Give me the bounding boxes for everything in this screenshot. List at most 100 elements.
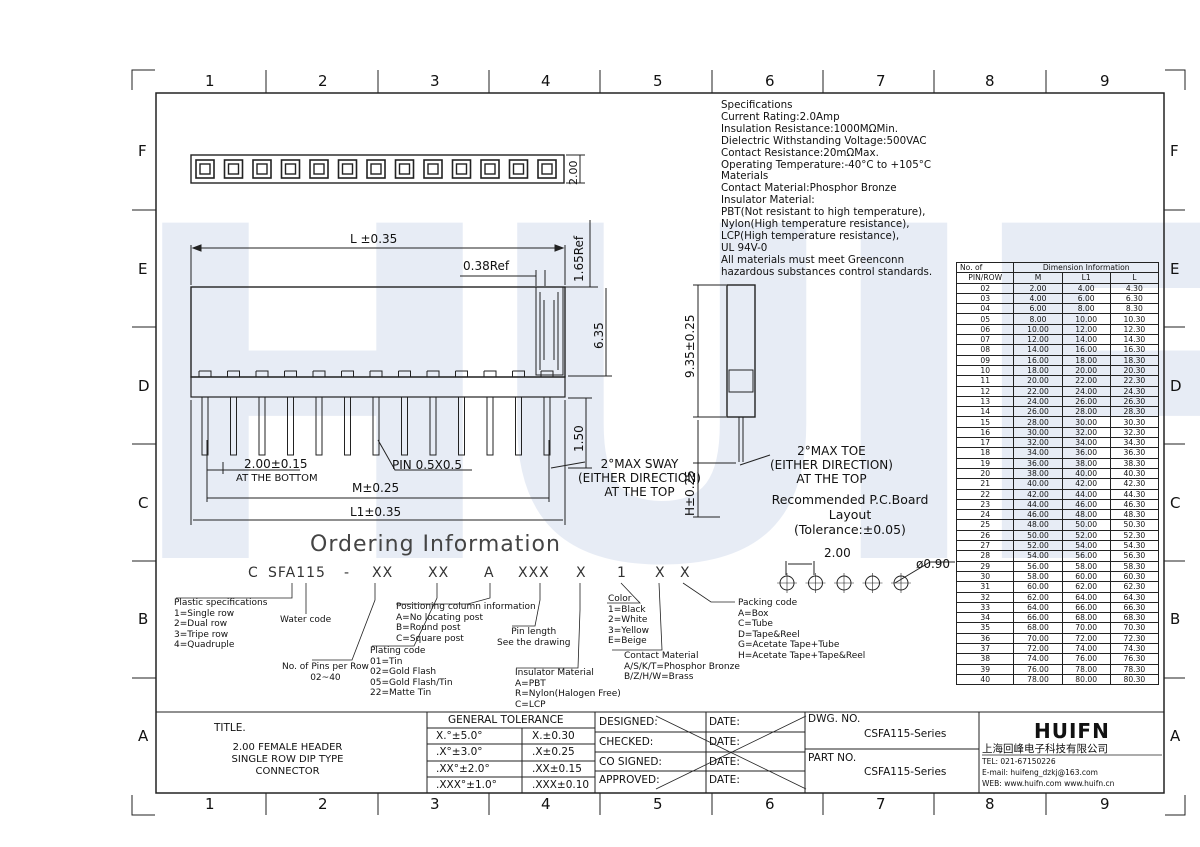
table-cell: 42.00 [1013, 488, 1063, 500]
table-cell: 52.00 [1013, 540, 1063, 552]
table-cell: 40 [955, 673, 1015, 686]
tolerance-linear: X.±0.30 [532, 730, 575, 742]
ord-line: G=Acetate Tape+Tube [738, 640, 840, 650]
spec-line: Nylon(High temperature resistance), [721, 218, 910, 231]
table-cell: 52.00 [1061, 529, 1111, 542]
table-cell: 31 [955, 581, 1015, 593]
table-cell: 22.00 [1061, 375, 1111, 387]
table-cell: 64.00 [1013, 601, 1063, 614]
pin [196, 370, 214, 456]
tolerance-linear: .X±0.25 [532, 746, 575, 758]
table-cell: 70.30 [1109, 622, 1160, 634]
table-cell: 03 [955, 292, 1015, 305]
table-cell: 64.30 [1109, 591, 1160, 603]
dwg-number: CSFA115-Series [864, 728, 947, 740]
table-cell: 54.30 [1109, 540, 1160, 552]
table-cell: 11 [955, 375, 1015, 387]
table-cell: 35 [955, 622, 1015, 634]
table-cell: 14 [955, 406, 1015, 418]
spec-line: All materials must meet Greenconn [721, 253, 905, 266]
dim-165ref: 1.65Ref [572, 235, 586, 282]
table-col-header: M [1013, 272, 1063, 284]
table-cell: 22 [955, 488, 1015, 500]
contact-hole [199, 163, 211, 175]
contact-hole [512, 163, 525, 175]
tolerance-linear: .XXX±0.10 [532, 779, 590, 791]
table-cell: 28.00 [1013, 416, 1063, 428]
table-cell: 60.00 [1061, 570, 1111, 583]
contact-hole [284, 163, 297, 175]
table-cell: 36.00 [1061, 447, 1111, 459]
pin [452, 370, 471, 456]
ord-line: A=Box [738, 608, 769, 619]
table-cell: 78.00 [1061, 663, 1111, 675]
table-cell: 70.00 [1061, 622, 1111, 634]
company-name: 上海回峰电子科技有限公司 [982, 743, 1108, 755]
pin [310, 370, 328, 456]
table-cell: 66.00 [1013, 612, 1063, 624]
spec-line: Current Rating:2.0Amp [721, 110, 840, 123]
pin [253, 370, 271, 456]
dwg-label: DWG. NO. [808, 713, 861, 725]
table-cell: 09 [955, 354, 1015, 366]
dim-150: 1.50 [572, 425, 586, 452]
ord-line: 3=Yellow [608, 625, 649, 636]
grid-col-bottom-6: 6 [765, 795, 775, 813]
contact-cell [451, 159, 472, 179]
pcb-hole-center [891, 573, 911, 593]
grid-row-left-B: B [138, 610, 149, 628]
table-cell: 30.00 [1013, 426, 1063, 439]
table-cell: 25 [955, 519, 1015, 531]
ord-line: E=Beige [608, 636, 647, 646]
dim-935: 9.35±0.25 [683, 314, 697, 379]
table-cell: 34.00 [1061, 437, 1111, 449]
table-cell: 76.00 [1061, 653, 1111, 665]
table-cell: 21 [955, 478, 1015, 490]
table-cell: 50.00 [1013, 529, 1063, 542]
ordering-code-part: XXX [518, 565, 550, 581]
table-cell: 38.00 [1061, 457, 1111, 469]
table-header-no-of: No. of [955, 261, 1015, 274]
title-block-lines [156, 711, 1164, 793]
table-cell: 72.00 [1013, 642, 1063, 655]
company-email: E-mail: huifeng_dzkj@163.com [982, 768, 1098, 777]
contact-cell [366, 159, 386, 179]
table-cell: 28 [955, 550, 1015, 562]
title-label: TITLE. [214, 722, 246, 734]
table-cell: 40.00 [1061, 467, 1111, 480]
table-cell: 24.00 [1061, 385, 1111, 397]
tolerance-angle: .XXX°±1.0° [436, 779, 497, 791]
ordering-code-part: C [248, 565, 259, 581]
contact-hole [256, 163, 268, 175]
table-cell: 68.00 [1013, 622, 1063, 634]
spec-line: Insulator Material: [721, 194, 815, 207]
dim-pin: PIN 0.5X0.5 [392, 458, 462, 472]
ord-line: 1=Single row [174, 608, 235, 619]
table-cell: 68.00 [1061, 612, 1111, 624]
table-cell: 36.00 [1013, 457, 1063, 469]
grid-row-right-E: E [1170, 260, 1180, 278]
spec-line: PBT(Not resistant to high temperature), [721, 206, 926, 219]
table-cell: 68.30 [1109, 612, 1160, 624]
grid-col-bottom-5: 5 [653, 795, 663, 813]
table-cell: 26.00 [1013, 406, 1063, 418]
grid-row-left-A: A [138, 727, 149, 745]
spec-line: Contact Material:Phosphor Bronze [721, 182, 897, 195]
ord-line: 1=Black [608, 604, 646, 615]
table-cell: 80.30 [1109, 673, 1160, 686]
table-cell: 27 [955, 540, 1015, 552]
table-cell: 44.00 [1061, 488, 1111, 500]
table-cell: 18.00 [1013, 364, 1063, 377]
